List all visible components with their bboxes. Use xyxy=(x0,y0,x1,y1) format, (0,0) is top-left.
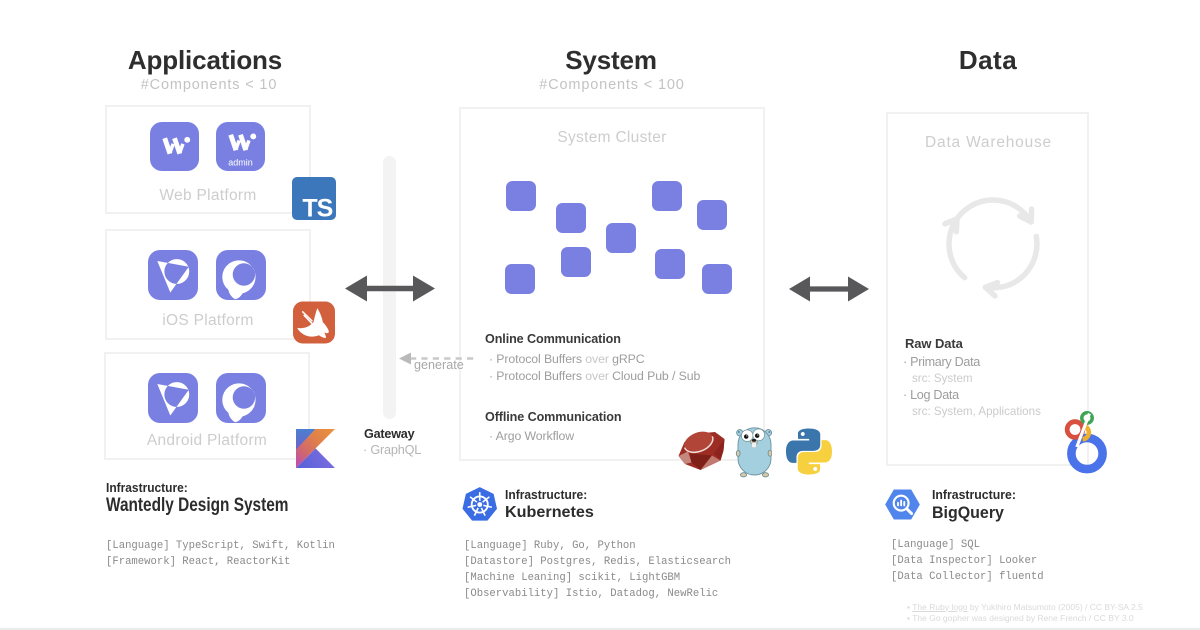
svg-text:admin: admin xyxy=(228,158,253,168)
svg-text:TS: TS xyxy=(302,195,332,221)
